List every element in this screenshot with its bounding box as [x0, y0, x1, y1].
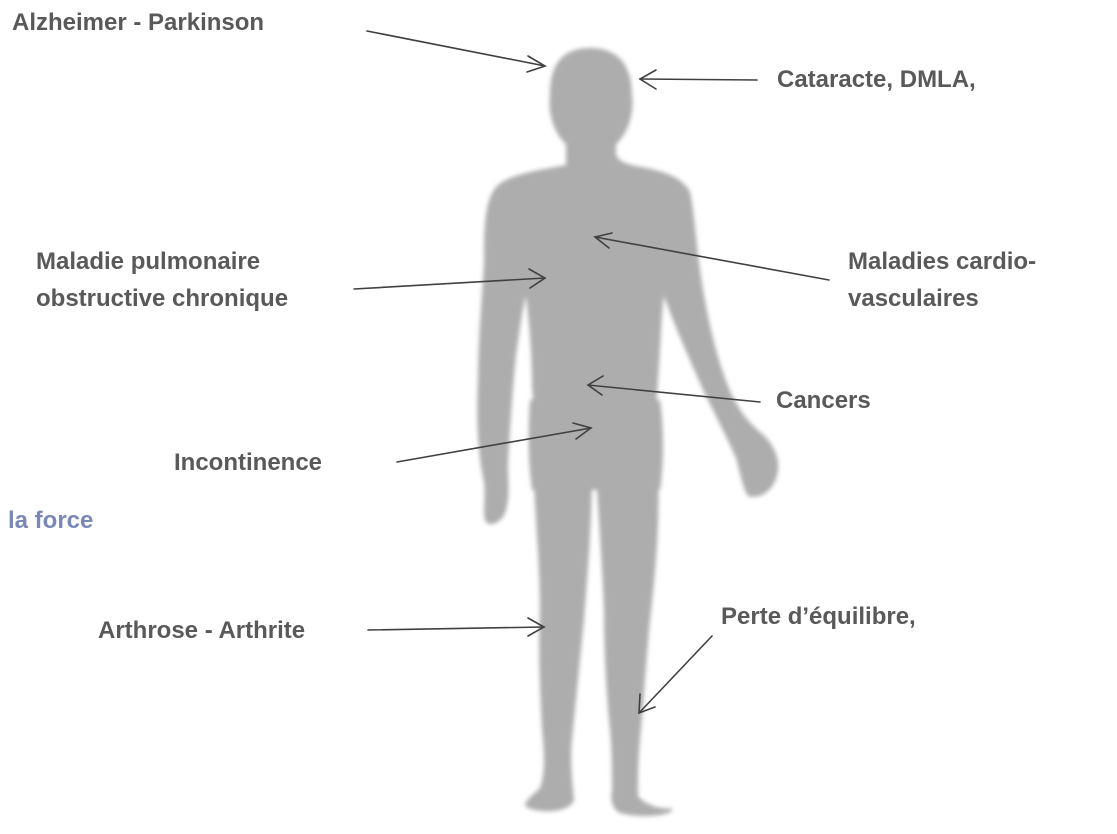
human-silhouette [477, 48, 778, 816]
arrow-cataracte [640, 70, 757, 89]
label-cancers: Cancers [776, 384, 871, 418]
label-cardio-line2: vasculaires [848, 282, 979, 316]
label-incontinence: Incontinence [174, 446, 322, 480]
arrow-arthrose [368, 618, 544, 636]
label-pulmonaire-line1: Maladie pulmonaire [36, 245, 260, 279]
label-perte-equilibre: Perte d’équilibre, [721, 600, 916, 634]
label-alzheimer-parkinson: Alzheimer - Parkinson [12, 6, 264, 40]
silhouette-left-leg [525, 470, 592, 811]
label-pulmonaire-line2: obstructive chronique [36, 282, 288, 316]
label-la-force: la force [8, 504, 93, 538]
label-cardio-line1: Maladies cardio- [848, 245, 1036, 279]
silhouette-right-leg [596, 470, 672, 816]
label-cataracte-dmla: Cataracte, DMLA, [777, 63, 976, 97]
arrow-alzheimer [367, 31, 545, 72]
label-arthrose-arthrite: Arthrose - Arthrite [98, 614, 305, 648]
arrow-equilibre [639, 636, 712, 713]
